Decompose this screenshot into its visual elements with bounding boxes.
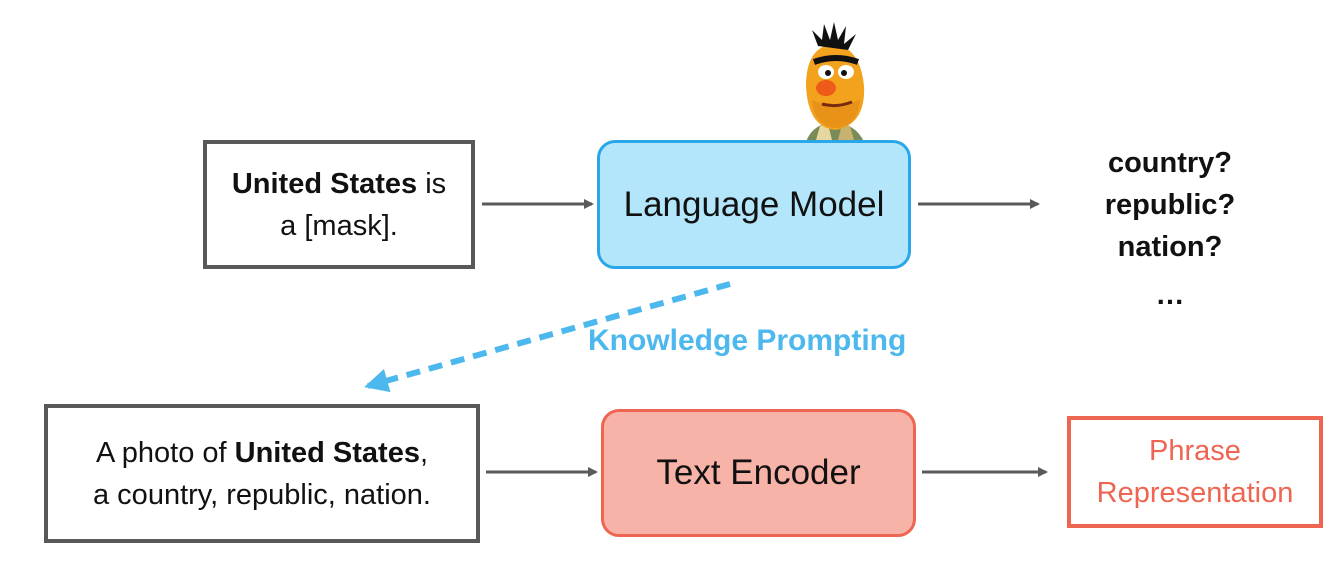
language-model-box: Language Model <box>597 140 911 269</box>
prediction-item: country? <box>1107 147 1233 179</box>
input-line-1: United States is <box>232 163 446 205</box>
prompt-line-2: a country, republic, nation. <box>93 478 431 511</box>
prediction-item: republic? <box>1104 189 1236 221</box>
arrow-knowledge-prompting <box>364 281 731 393</box>
text-encoder-label: Text Encoder <box>656 453 861 492</box>
knowledge-prompting-label: Knowledge Prompting <box>588 324 907 357</box>
input-line-1-rest: is <box>417 167 447 200</box>
predictions-list: country? republic? nation? … <box>1080 142 1260 322</box>
input-entity: United States <box>231 167 418 200</box>
puppet-mascot-icon <box>806 22 865 142</box>
prompt-prefix: A photo of <box>95 436 235 469</box>
prompt-line-1: A photo of United States, <box>96 432 428 474</box>
prompt-sentence-box: A photo of United States, a country, rep… <box>44 404 480 543</box>
phrase-representation-box: Phrase Representation <box>1067 416 1323 528</box>
language-model-label: Language Model <box>623 184 885 224</box>
input-sentence-box: United States is a [mask]. <box>203 140 475 269</box>
phrase-line-2: Representation <box>1096 477 1294 509</box>
phrase-line-1: Phrase <box>1149 435 1241 467</box>
input-line-2: a [mask]. <box>280 209 398 242</box>
text-encoder-box: Text Encoder <box>601 409 916 537</box>
prediction-ellipsis: … <box>1155 279 1185 311</box>
prompt-entity: United States <box>234 436 420 469</box>
prompt-comma: , <box>419 436 429 469</box>
prediction-item: nation? <box>1117 231 1223 263</box>
